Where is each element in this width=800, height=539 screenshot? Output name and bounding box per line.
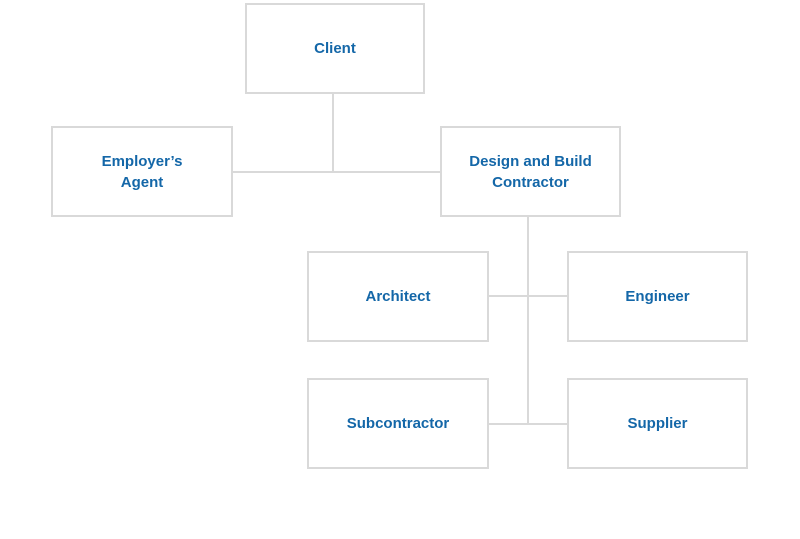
node-client-label: Client — [314, 40, 356, 57]
node-engineer: Engineer — [567, 251, 748, 342]
node-employers-agent-label: Employer’s Agent — [101, 152, 183, 191]
node-engineer-label: Engineer — [625, 288, 690, 305]
node-design-build-contractor-label: Design and Build Contractor — [469, 152, 592, 191]
node-subcontractor-label: Subcontractor — [346, 415, 450, 432]
node-design-build-contractor: Design and Build Contractor — [440, 126, 621, 217]
node-architect: Architect — [307, 251, 489, 342]
node-client: Client — [245, 3, 425, 94]
node-supplier: Supplier — [567, 378, 748, 469]
node-subcontractor: Subcontractor — [307, 378, 489, 469]
node-architect-label: Architect — [365, 288, 431, 305]
node-employers-agent: Employer’s Agent — [51, 126, 233, 217]
node-supplier-label: Supplier — [627, 415, 688, 432]
